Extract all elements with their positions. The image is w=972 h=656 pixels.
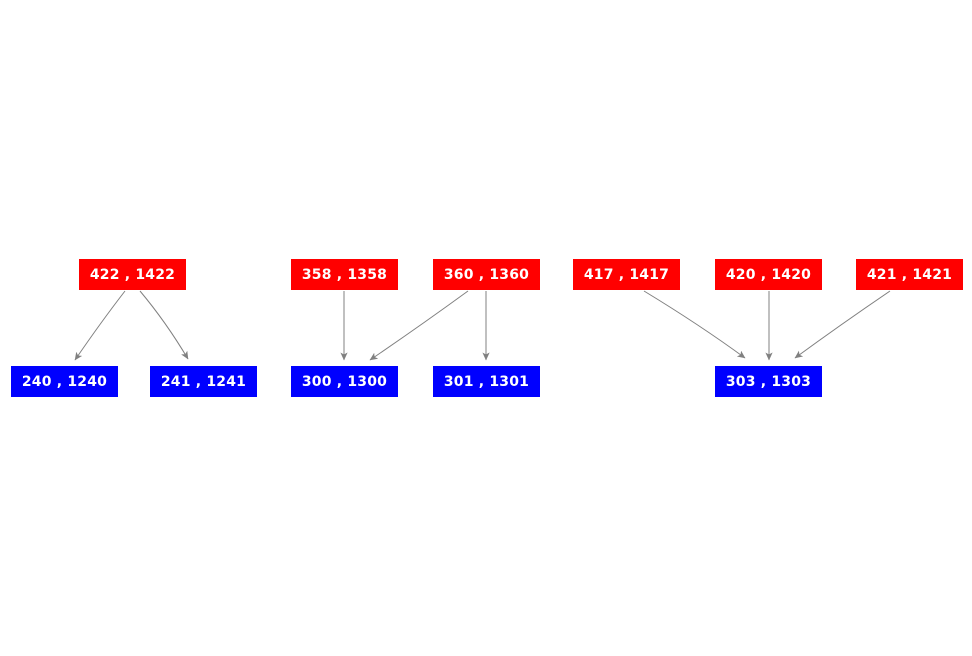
graph-node-label: 300 , 1300 [301, 373, 388, 390]
graph-node-label: 358 , 1358 [301, 266, 388, 283]
graph-node-label: 301 , 1301 [443, 373, 530, 390]
graph-node-n300[interactable]: 300 , 1300 [291, 366, 398, 397]
graph-node-label: 422 , 1422 [89, 266, 176, 283]
graph-node-n358[interactable]: 358 , 1358 [291, 259, 398, 290]
graph-edge [369, 290, 469, 361]
graph-node-n417[interactable]: 417 , 1417 [573, 259, 680, 290]
graph-node-label: 417 , 1417 [583, 266, 670, 283]
graph-node-label: 360 , 1360 [443, 266, 530, 283]
graph-node-n241[interactable]: 241 , 1241 [150, 366, 257, 397]
graph-edge [643, 290, 746, 359]
graph-node-label: 420 , 1420 [725, 266, 812, 283]
graph-node-n301[interactable]: 301 , 1301 [433, 366, 540, 397]
graph-node-n421[interactable]: 421 , 1421 [856, 259, 963, 290]
graph-edge [74, 290, 126, 361]
graph-node-n422[interactable]: 422 , 1422 [79, 259, 186, 290]
edge-group [74, 290, 891, 361]
graph-edge [794, 290, 891, 359]
graph-node-label: 421 , 1421 [866, 266, 953, 283]
graph-node-n420[interactable]: 420 , 1420 [715, 259, 822, 290]
graph-node-n360[interactable]: 360 , 1360 [433, 259, 540, 290]
graph-node-n240[interactable]: 240 , 1240 [11, 366, 118, 397]
graph-node-label: 241 , 1241 [160, 373, 247, 390]
graph-edge [139, 290, 189, 360]
graph-node-label: 303 , 1303 [725, 373, 812, 390]
graph-node-n303[interactable]: 303 , 1303 [715, 366, 822, 397]
graph-node-label: 240 , 1240 [21, 373, 108, 390]
